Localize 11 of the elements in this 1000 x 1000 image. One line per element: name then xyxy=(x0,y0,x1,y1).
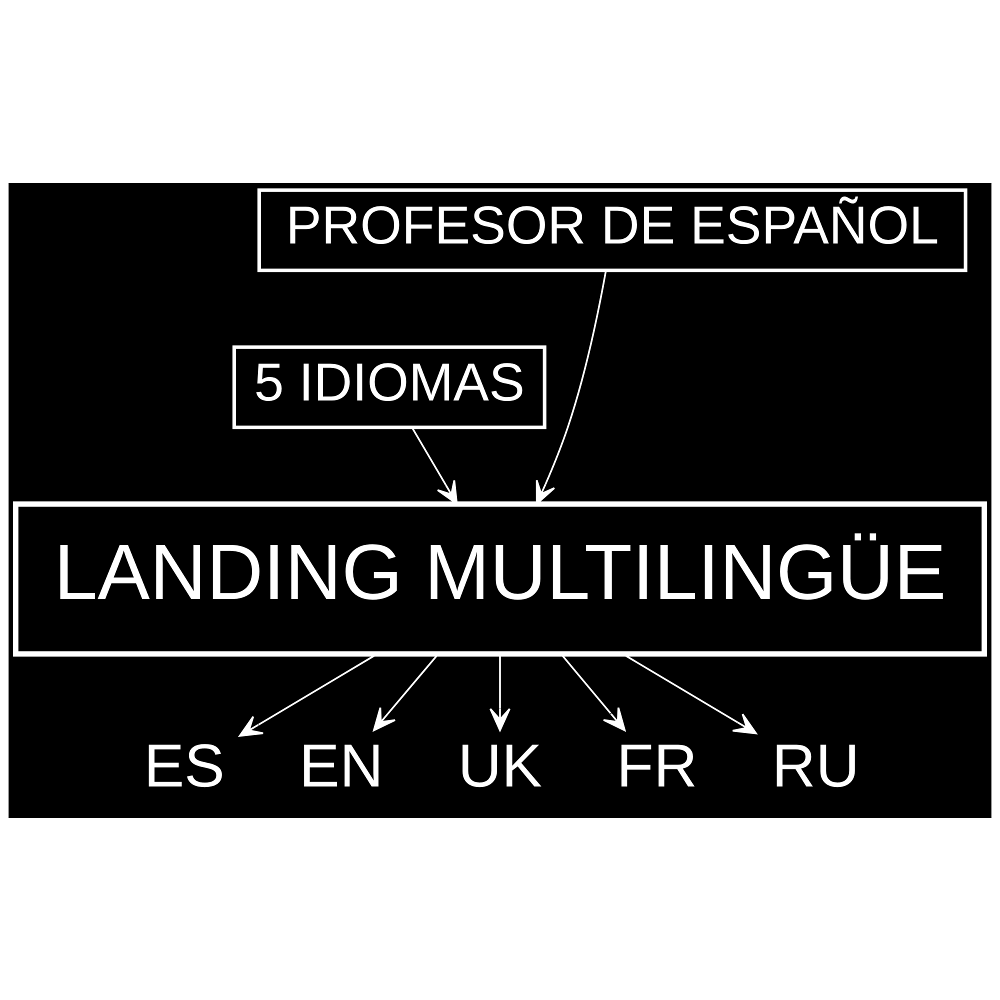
arrow xyxy=(536,270,607,504)
node-text: RU xyxy=(772,730,860,799)
node-text: ES xyxy=(144,730,225,799)
node-box: PROFESOR DE ESPAÑOL xyxy=(257,188,968,272)
node-text: FR xyxy=(616,730,698,799)
node-text: UK xyxy=(458,730,542,799)
arrow xyxy=(411,426,458,504)
node-box: LANDING MULTILINGÜE xyxy=(13,500,987,656)
node-box: 5 IDIOMAS xyxy=(232,344,546,429)
node-text: EN xyxy=(299,730,384,799)
arrow xyxy=(489,654,511,731)
